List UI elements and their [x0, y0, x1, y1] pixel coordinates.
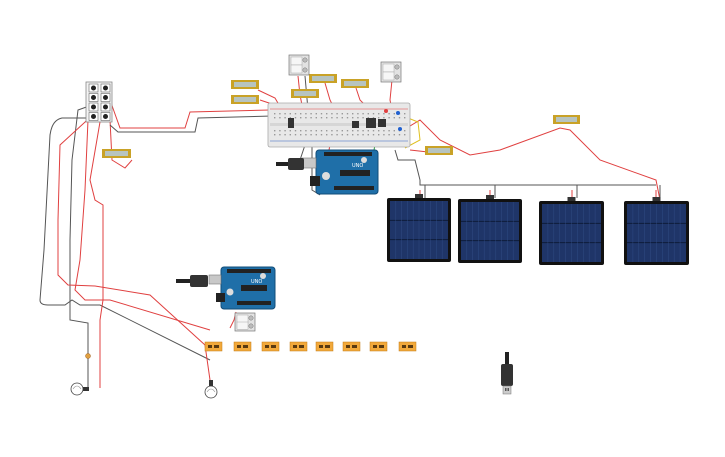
switch-3[interactable] — [88, 93, 99, 102]
wire-gray-switch-bb — [109, 115, 273, 133]
arduino-top-label: UNO — [352, 163, 363, 169]
solar-panel-2[interactable] — [458, 195, 522, 263]
lcd-4[interactable] — [291, 89, 319, 98]
solar-panel-1[interactable] — [387, 194, 451, 262]
wire-red-left-1 — [57, 111, 211, 381]
resistor-module-8[interactable] — [398, 341, 417, 352]
lcd-6[interactable] — [102, 149, 131, 158]
switch-4[interactable] — [100, 93, 111, 102]
wire-gray-bb-panels — [394, 149, 656, 186]
wire-red-switch-bb — [109, 99, 271, 129]
lcd-7[interactable] — [425, 146, 453, 155]
lamp-1[interactable] — [70, 382, 89, 396]
switch-1[interactable] — [88, 83, 99, 93]
usb-plug[interactable] — [501, 352, 513, 395]
resistor-module-7[interactable] — [369, 341, 388, 352]
arduino-bottom[interactable]: UNO — [208, 266, 276, 310]
resistor-module-3[interactable] — [261, 341, 280, 352]
led-red — [384, 109, 388, 113]
wire-gray-panel-taps — [424, 185, 661, 198]
usb-cable-top — [276, 158, 304, 170]
wire-red-bb-panels — [399, 119, 661, 201]
ic-chip-1 — [288, 118, 294, 128]
lcd-modules — [102, 74, 580, 158]
resistor-module-5[interactable] — [315, 341, 334, 352]
ic-chip-3 — [378, 119, 386, 127]
wire-red-left-2 — [89, 121, 104, 388]
lcd-5[interactable] — [341, 79, 369, 88]
resistor-module-4[interactable] — [289, 341, 308, 352]
switch-2[interactable] — [100, 83, 111, 93]
resistor-module-2[interactable] — [233, 341, 252, 352]
wire-red-switch-lcd — [109, 119, 133, 169]
wire-gray-left-2 — [69, 104, 93, 388]
lcd-1[interactable] — [231, 80, 259, 89]
wire-red-left-3 — [74, 114, 211, 331]
power-supply-3[interactable] — [234, 312, 256, 332]
switch-5[interactable] — [88, 102, 99, 112]
power-supplies — [234, 54, 402, 332]
solar-panel-4[interactable] — [624, 197, 689, 265]
resistor-module-6[interactable] — [342, 341, 361, 352]
lcd-3[interactable] — [309, 74, 337, 83]
arduino-bottom-label: UNO — [251, 279, 262, 285]
led-blue — [396, 111, 400, 115]
small-component — [85, 353, 91, 359]
breadboard[interactable] — [267, 102, 411, 148]
wire-red-panel-taps — [419, 190, 657, 198]
wire-yellow-bb — [404, 117, 421, 149]
ic-chip-4 — [352, 121, 359, 128]
ic-chip-2 — [366, 118, 376, 128]
solar-panel-3[interactable] — [539, 197, 604, 265]
wire-gray-left-loop — [39, 117, 211, 361]
lamp-2[interactable] — [204, 380, 218, 399]
power-supply-1[interactable] — [288, 54, 310, 76]
power-supply-2[interactable] — [380, 61, 402, 83]
led-blue-2 — [398, 127, 402, 131]
switch-6[interactable] — [100, 102, 111, 112]
resistor-module-1[interactable] — [204, 341, 223, 352]
solar-panels — [387, 194, 689, 265]
resistor-modules — [204, 341, 417, 352]
switch-7[interactable] — [88, 112, 99, 121]
switch-bank[interactable] — [85, 81, 113, 123]
lcd-2[interactable] — [231, 95, 259, 104]
switch-8[interactable] — [100, 112, 111, 121]
usb-cable-bottom — [176, 275, 208, 287]
arduino-top[interactable]: UNO — [301, 149, 379, 195]
lcd-right[interactable] — [553, 115, 580, 124]
